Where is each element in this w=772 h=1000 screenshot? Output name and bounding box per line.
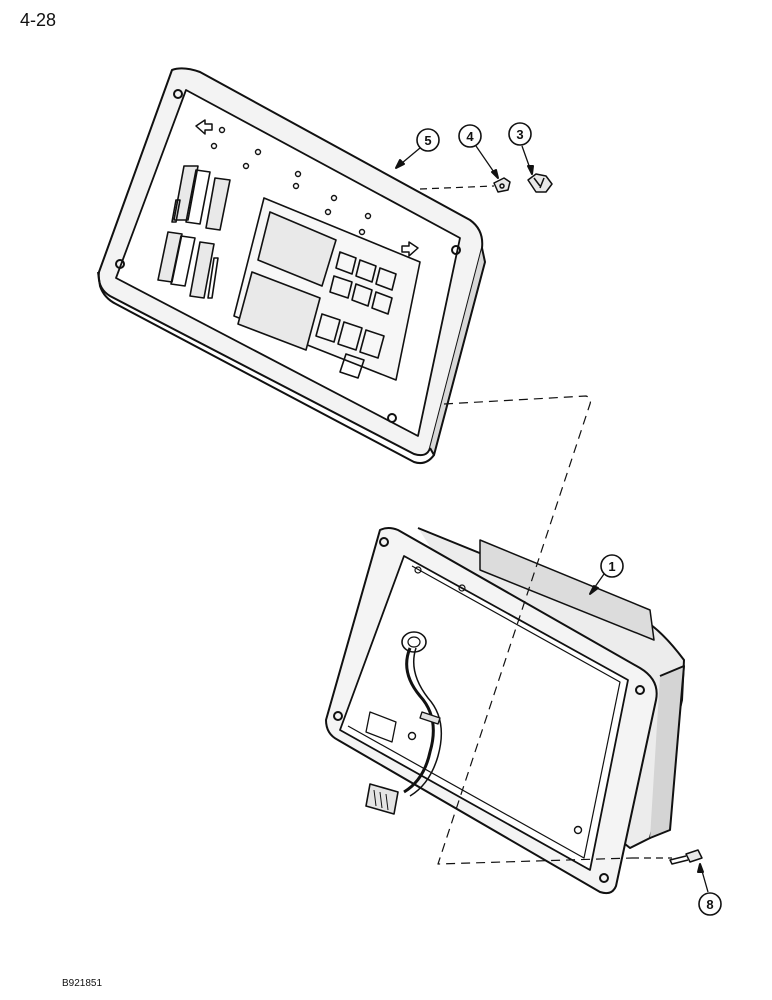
mounting-hole [333,711,343,721]
callout-label-8: 8 [706,897,713,912]
grommet [401,631,427,653]
connector-plug [365,783,399,815]
callout-label-5: 5 [424,133,431,148]
callout-4 [458,124,499,179]
screw-item-8 [669,849,703,865]
arrow-right-icon [401,241,419,257]
callout-1 [589,554,624,595]
page-number: 4-28 [20,10,57,30]
mounting-hole [379,537,389,547]
callout-label-3: 3 [516,127,523,142]
callout-label-1: 1 [608,559,615,574]
figure-code: B921851 [62,978,103,989]
arrow-left-icon [195,119,213,135]
callout-label-4: 4 [466,129,474,144]
screw-hole [451,245,461,255]
indicator-lamps [210,126,372,236]
mounting-hole [635,685,645,695]
screw-hole [115,259,125,269]
callout-3 [508,122,534,175]
bar-gauges [157,165,231,299]
bulb-item-4 [493,177,511,193]
instrument-housing [325,527,685,895]
screw-hole [173,89,183,99]
callout-5 [395,128,440,169]
display-module [233,197,421,381]
mounting-hole [599,873,609,883]
callout-8 [697,863,722,916]
bulb-holder-item-3 [527,173,553,193]
instrument-panel-cover [97,67,486,465]
screw-hole [387,413,397,423]
